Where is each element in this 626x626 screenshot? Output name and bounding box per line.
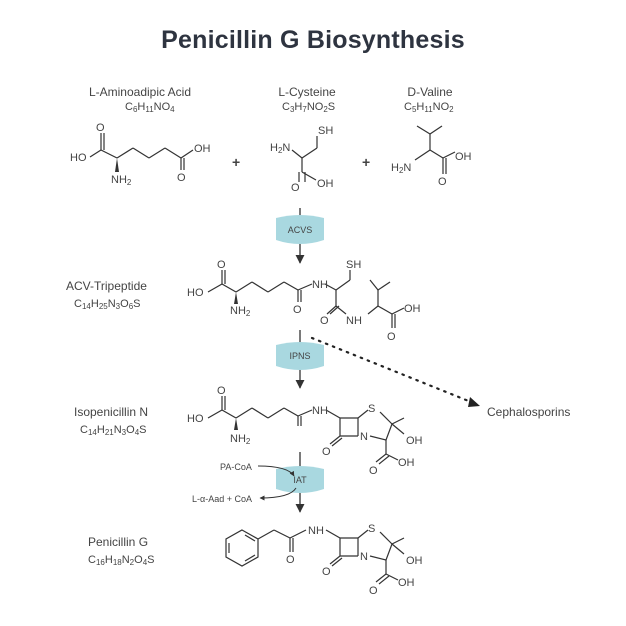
atom-o: O: [96, 122, 105, 134]
atom-nh2: NH2: [230, 305, 251, 318]
cosubstrate-label: PA-CoA: [220, 462, 252, 472]
arrow-cephalosporins-head: [468, 397, 480, 407]
plus-sign: +: [362, 154, 370, 170]
atom-o: O: [217, 259, 226, 271]
atom-o: O: [320, 315, 329, 327]
atom-oh: OH: [317, 178, 334, 190]
atom-sh: SH: [346, 259, 361, 271]
atom-n: N: [360, 551, 368, 563]
intermediate-formula-isopenicillin: C14H21N3O4S: [80, 424, 146, 437]
atom-n: N: [360, 431, 368, 443]
atom-cooh: OH: [398, 577, 415, 589]
atom-s: S: [368, 523, 375, 535]
structure-isopenicillin-n: [207, 396, 405, 465]
enzyme-acvs-label: ACVS: [288, 225, 313, 235]
branch-product-label: Cephalosporins: [487, 405, 570, 419]
product-name-penicillin-g: Penicillin G: [88, 535, 148, 549]
enzyme-acvs-shape: [276, 215, 324, 244]
structure-l-cysteine: [291, 136, 318, 182]
atom-o: O: [387, 331, 396, 343]
atom-oh: OH: [404, 303, 421, 315]
atom-ho: HO: [70, 152, 87, 164]
atom-o: O: [293, 304, 302, 316]
enzyme-iat-shape: [276, 466, 324, 493]
reactant-formula-valine: C5H11NO2: [404, 101, 454, 114]
atom-nh2: NH2: [111, 174, 132, 187]
atom-nh: NH: [312, 279, 328, 291]
page-title: Penicillin G Biosynthesis: [161, 26, 465, 54]
atom-nh: NH: [312, 405, 328, 417]
atom-cooh: OH: [398, 457, 415, 469]
enzyme-iat-label: IAT: [293, 475, 307, 485]
atom-h2n: H2N: [270, 142, 290, 155]
arrow-pa-coa-in: [257, 465, 295, 477]
atom-o: O: [322, 446, 331, 458]
atom-o: O: [286, 554, 295, 566]
atom-o: O: [177, 172, 186, 184]
atom-o: O: [291, 182, 300, 194]
atom-s: S: [368, 403, 375, 415]
reactant-name-cysteine: L-Cysteine: [278, 85, 336, 99]
reactant-name-aminoadipic: L-Aminoadipic Acid: [89, 85, 191, 99]
atom-oh: OH: [406, 555, 423, 567]
structure-d-valine: [414, 125, 456, 174]
atom-o: O: [438, 176, 447, 188]
structure-acv-tripeptide: [207, 270, 405, 328]
byproduct-label: L-α-Aad + CoA: [192, 494, 252, 504]
structure-aminoadipic-acid: [89, 133, 194, 172]
reactant-name-valine: D-Valine: [407, 85, 452, 99]
atom-oh: OH: [455, 151, 472, 163]
atom-ho: HO: [187, 413, 204, 425]
intermediate-formula-acv: C14H25N3O6S: [74, 298, 140, 311]
reactant-formula-aminoadipic: C6H11NO4: [125, 101, 175, 114]
structure-penicillin-g: [225, 529, 405, 585]
atom-nh2: NH2: [230, 433, 251, 446]
enzyme-ipns-label: IPNS: [289, 351, 310, 361]
atom-oh: OH: [194, 143, 211, 155]
atom-o: O: [217, 385, 226, 397]
atom-nh: NH: [346, 315, 362, 327]
atom-nh: NH: [308, 525, 324, 537]
atom-oh: OH: [406, 435, 423, 447]
enzyme-ipns-shape: [276, 342, 324, 370]
product-formula-penicillin-g: C16H18N2O4S: [88, 554, 154, 567]
reactant-formula-cysteine: C3H7NO2S: [282, 101, 335, 114]
atom-sh: SH: [318, 125, 333, 137]
arrow-byproduct-out: [259, 487, 297, 501]
intermediate-name-isopenicillin: Isopenicillin N: [74, 405, 148, 419]
atom-o: O: [322, 566, 331, 578]
arrow-cephalosporins: [310, 336, 478, 406]
atom-o: O: [369, 465, 378, 477]
atom-h2n: H2N: [391, 162, 411, 175]
atom-o: O: [369, 585, 378, 597]
plus-sign: +: [232, 154, 240, 170]
intermediate-name-acv: ACV-Tripeptide: [66, 279, 147, 293]
atom-ho: HO: [187, 287, 204, 299]
